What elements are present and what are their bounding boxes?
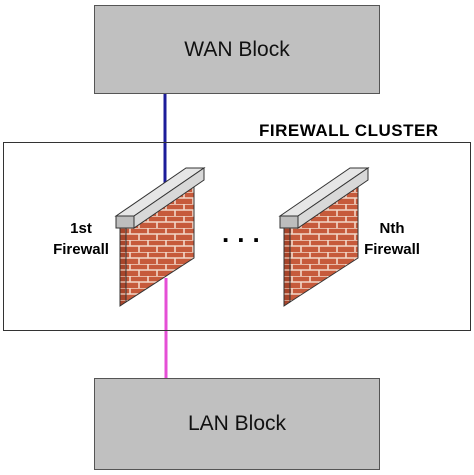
firewall-cluster-box xyxy=(3,142,471,331)
firewall-n-ordinal: Nth xyxy=(379,220,405,237)
firewall-n-name: Firewall xyxy=(364,241,420,258)
firewall-1-ordinal: 1st xyxy=(70,220,92,237)
firewall-n-icon xyxy=(278,167,370,307)
wan-block: WAN Block xyxy=(94,5,380,94)
lan-block: LAN Block xyxy=(94,378,380,470)
lan-block-label: LAN Block xyxy=(187,412,287,435)
firewall-1-label: 1st Firewall xyxy=(50,218,112,260)
firewall-cluster-title: FIREWALL CLUSTER xyxy=(259,121,439,140)
firewall-1-icon xyxy=(114,167,206,307)
firewall-1-name: Firewall xyxy=(53,241,109,258)
firewall-n-label: Nth Firewall xyxy=(354,218,430,260)
ellipsis-more-firewalls: ... xyxy=(222,218,268,248)
wan-block-label: WAN Block xyxy=(184,37,290,61)
